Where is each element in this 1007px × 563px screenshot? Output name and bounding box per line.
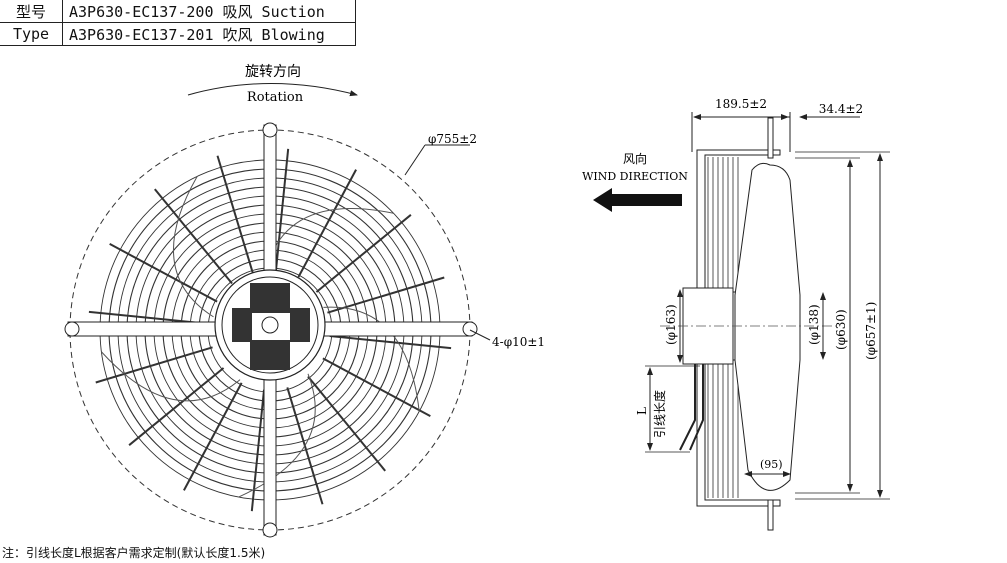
model-table: 型号 A3P630-EC137-200 吸风 Suction Type A3P6… — [0, 0, 356, 46]
rotation-arrow — [187, 83, 358, 97]
holes-leader — [469, 329, 491, 341]
guard-spoke — [329, 334, 452, 350]
rotation-label-en: Rotation — [247, 90, 304, 105]
outer-dia-leader — [404, 144, 426, 176]
guard-spoke — [307, 375, 386, 472]
motor-dim-label: (φ138) — [807, 304, 821, 345]
fan-blade — [101, 351, 241, 402]
side-view: 风向 WIND DIRECTION 189.5±2 34.4±2 — [582, 97, 890, 531]
guard-spoke — [95, 346, 213, 384]
outer-dia-label: φ755±2 — [428, 132, 477, 146]
guard-spoke — [297, 169, 357, 278]
depth-dim-label: 189.5±2 — [715, 97, 767, 111]
model-header-en: Type — [0, 22, 63, 46]
hub-dim-label: (φ163) — [664, 304, 678, 345]
guard-spoke — [322, 357, 431, 417]
total-dim-label: (φ657±1) — [864, 302, 878, 360]
bracket-bottom — [767, 499, 774, 531]
motor-grille-bottom — [250, 340, 290, 370]
holes-label: 4-φ10±1 — [492, 335, 545, 349]
model-value-blowing: A3P630-EC137-201 吹风 Blowing — [62, 22, 356, 46]
motor-grille-right — [290, 308, 310, 342]
bracket-top — [767, 117, 774, 159]
model-row-blowing: Type A3P630-EC137-201 吹风 Blowing — [0, 22, 356, 46]
front-view: 旋转方向 Rotation φ755±2 — [64, 64, 545, 538]
guard-spoke — [216, 155, 254, 273]
model-header-cn: 型号 — [0, 0, 63, 23]
mount-hole-bottom — [262, 522, 278, 538]
motor-logo — [261, 316, 279, 334]
lead-dim-label-cn: 引线长度 — [652, 390, 667, 438]
fan-blade — [172, 176, 214, 318]
rotation-label-cn: 旋转方向 — [245, 64, 301, 80]
wind-label-en: WIND DIRECTION — [582, 170, 688, 183]
footnote: 注：引线长度L根据客户需求定制(默认长度1.5米) — [2, 546, 266, 560]
blade-dim-label: (95) — [760, 458, 783, 471]
wind-direction-arrow — [593, 188, 682, 212]
guard-spoke — [183, 382, 243, 491]
mount-hole-right — [462, 321, 478, 337]
motor-grille-top — [250, 283, 290, 313]
mount-hole-left — [64, 321, 80, 337]
lead-wire-2 — [689, 364, 704, 451]
motor-grille-left — [232, 308, 252, 342]
lead-wire-1 — [679, 364, 696, 451]
guard-spoke — [315, 214, 412, 293]
guard-spoke — [154, 188, 233, 285]
guard-spoke — [250, 389, 266, 512]
guard-spoke — [128, 367, 225, 446]
guard-spoke — [109, 243, 218, 303]
guard-spoke — [274, 148, 290, 271]
lead-dim-label: L — [635, 407, 649, 415]
mount-hole-top — [262, 122, 278, 138]
wind-label-cn: 风向 — [623, 151, 647, 166]
fan-blade — [238, 373, 316, 498]
guard-spoke — [327, 276, 445, 314]
ring-dim-label: (φ630) — [834, 309, 848, 350]
offset-dim-label: 34.4±2 — [819, 102, 863, 116]
blade-side — [734, 162, 801, 491]
motor-hub — [214, 269, 326, 381]
